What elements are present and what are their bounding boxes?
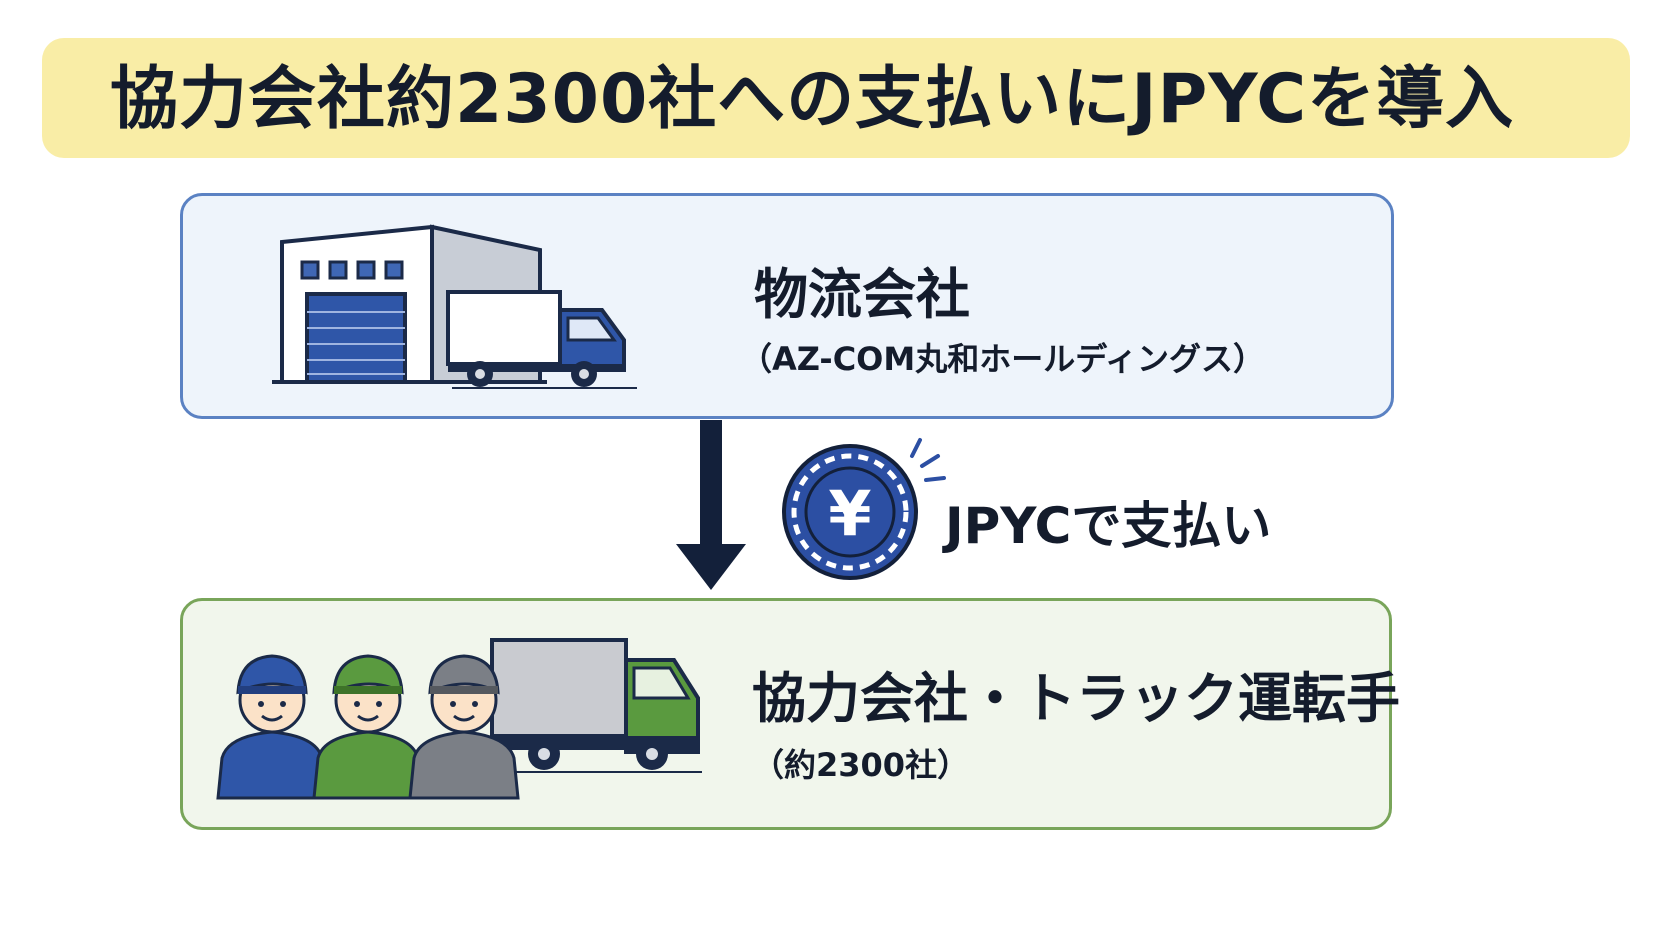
partner-companies-title: 協力会社・トラック運転手 bbox=[752, 667, 1400, 730]
title-banner bbox=[42, 38, 1630, 158]
logistics-company-subtitle: （AZ-COM丸和ホールディングス） bbox=[740, 340, 1265, 378]
down-arrow-icon bbox=[676, 420, 746, 590]
workers-truck-icon bbox=[216, 638, 702, 800]
logistics-company-title: 物流会社 bbox=[754, 263, 970, 326]
warehouse-truck-icon bbox=[272, 224, 637, 389]
yen-coin-icon: ¥ bbox=[782, 438, 946, 580]
page-title: 協力会社約2300社への支払いにJPYCを導入 bbox=[110, 60, 1515, 139]
partner-companies-subtitle: （約2300社） bbox=[752, 746, 970, 784]
yen-symbol: ¥ bbox=[828, 477, 871, 550]
payment-label: JPYCで支払い bbox=[945, 497, 1272, 555]
